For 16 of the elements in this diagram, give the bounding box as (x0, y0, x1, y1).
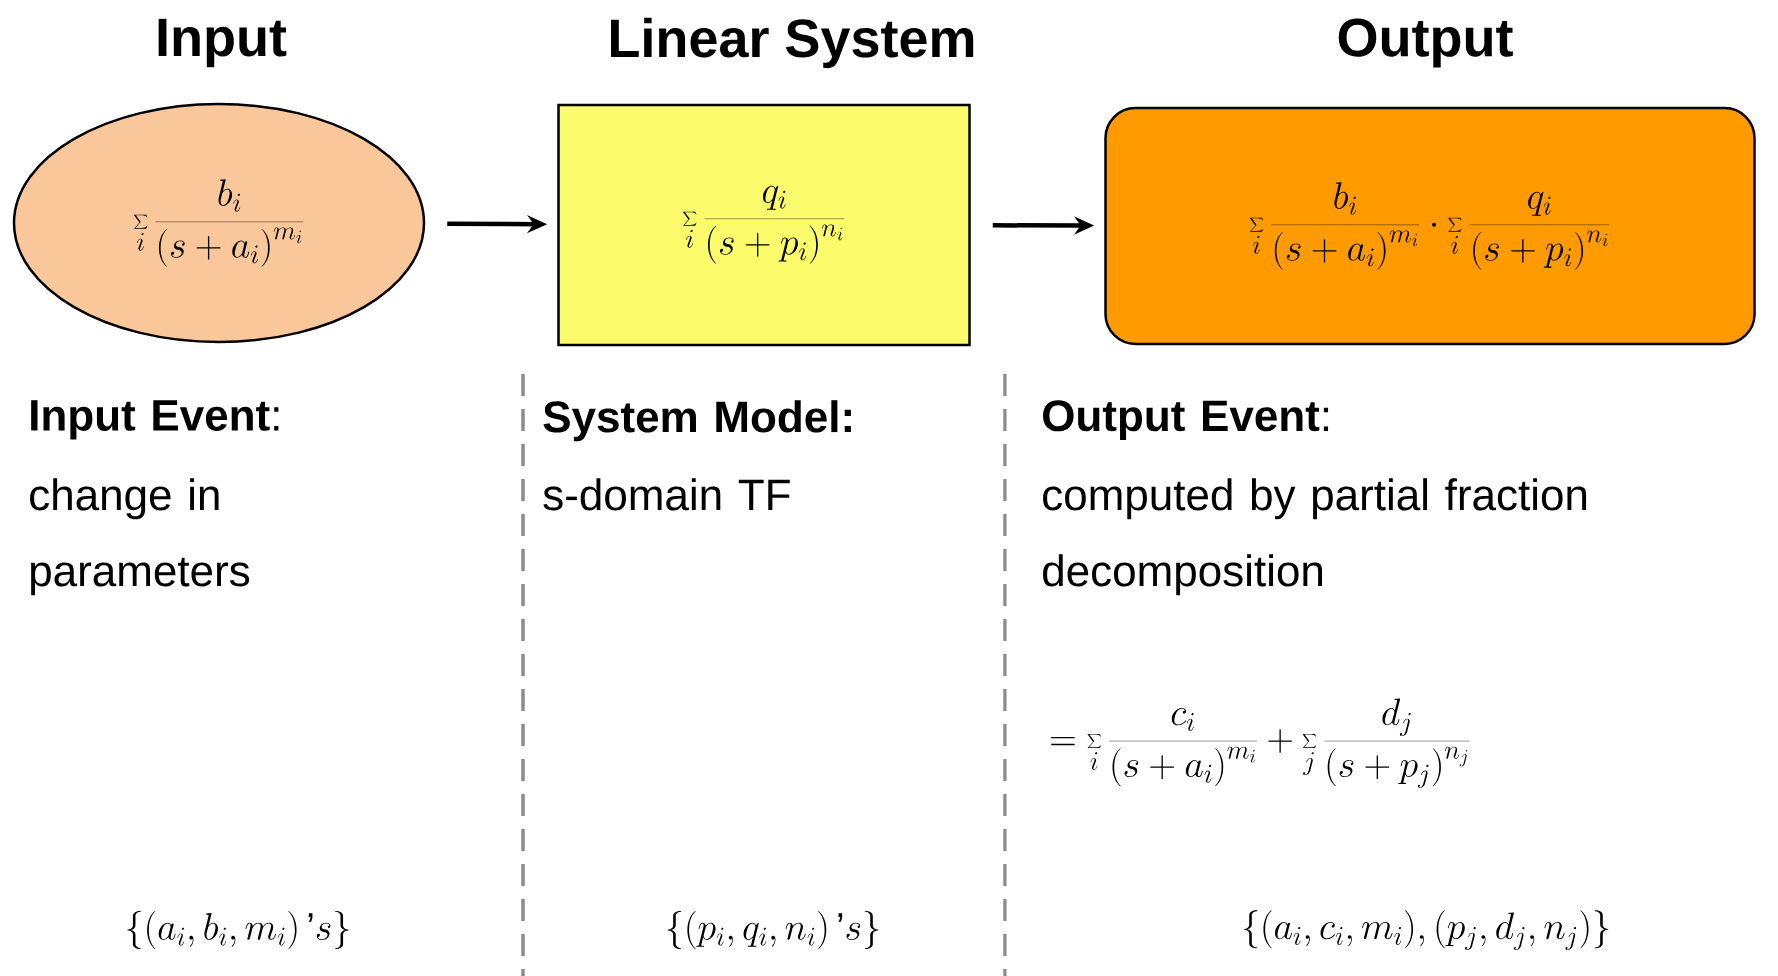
heading-text: Input Event: (31, 400, 279, 440)
node-title: Input (158, 18, 287, 68)
ellipse-node: $\sum_i \frac{b_i}{\left(s+a_i\right)^{m_i}}$ (12, 102, 426, 344)
formula: $\left\{\left(p_i,q_i,n_i\right)\mbox{'}s\right\}$ (667, 911, 879, 949)
node-title: Output (1338, 18, 1513, 68)
process-box: $\sum_i \frac{q_i}{\left(s+p_i\right)^{n_i}}$ (557, 103, 971, 347)
rounded-box: $\sum_i \frac{b_i}{\left(s+a_i\right)^{m_i}} \cdot \sum_i \frac{q_i}{\left(s+p_i\right)^{n_i}}$ (1104, 106, 1756, 346)
body-text: computed by partial fraction decomposition (1043, 478, 1587, 596)
formula: $\left\{\left(a_i,b_i,m_i\right)\mbox{'}s\right\}$ (127, 911, 349, 949)
body-text: s-domain TF (543, 478, 790, 511)
heading-text: Output Event: (1043, 400, 1329, 441)
formula: $\left\{(a_i,c_i,m_i),(p_j,d_j,n_j)\right\}$ (1243, 910, 1609, 950)
body-text: change in parameters (30, 478, 250, 596)
node-title: Linear System (611, 17, 974, 69)
formula: $= \sum_i \frac{c_i}{\left(s+a_i\right)^{m_i}} + \sum_j \frac{d_j}{\left(s+p_j\right)^{n_j}}$ (1050, 698, 1470, 788)
heading-text: System Model: (543, 400, 851, 442)
